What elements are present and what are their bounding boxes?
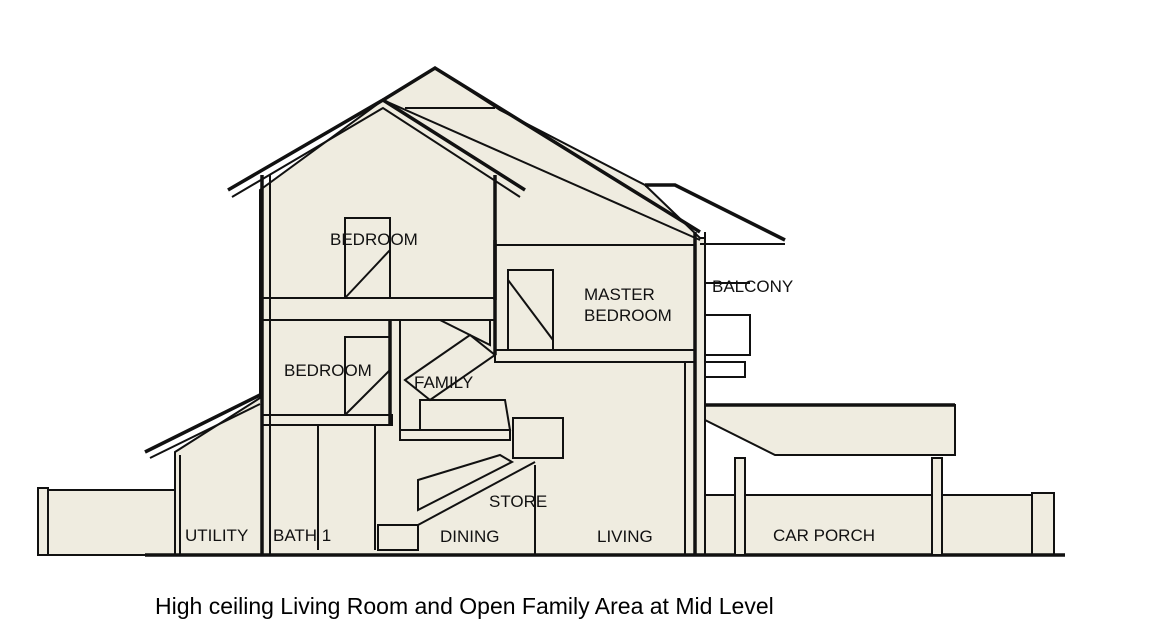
- label-balcony: BALCONY: [712, 277, 793, 296]
- stairs: [377, 319, 564, 551]
- label-bedroom-upper: BEDROOM: [330, 230, 418, 249]
- roofs: [144, 65, 786, 459]
- left-garden-wall: [45, 489, 176, 556]
- caption: High ceiling Living Room and Open Family…: [155, 593, 774, 619]
- car-porch-wall: [704, 494, 1036, 556]
- right-post: [1031, 492, 1055, 556]
- doors: [344, 217, 554, 416]
- label-store: STORE: [489, 492, 547, 511]
- car-porch-roof: [704, 403, 956, 556]
- label-family: FAMILY: [414, 373, 473, 392]
- label-dining: DINING: [440, 527, 500, 546]
- label-bedroom-lower: BEDROOM: [284, 361, 372, 380]
- label-car-porch: CAR PORCH: [773, 526, 875, 545]
- label-utility: UTILITY: [185, 526, 248, 545]
- label-living: LIVING: [597, 527, 653, 546]
- left-post: [37, 487, 49, 556]
- label-master-bedroom-2: BEDROOM: [584, 306, 672, 325]
- label-master-bedroom-1: MASTER: [584, 285, 655, 304]
- label-bath: BATH 1: [273, 526, 331, 545]
